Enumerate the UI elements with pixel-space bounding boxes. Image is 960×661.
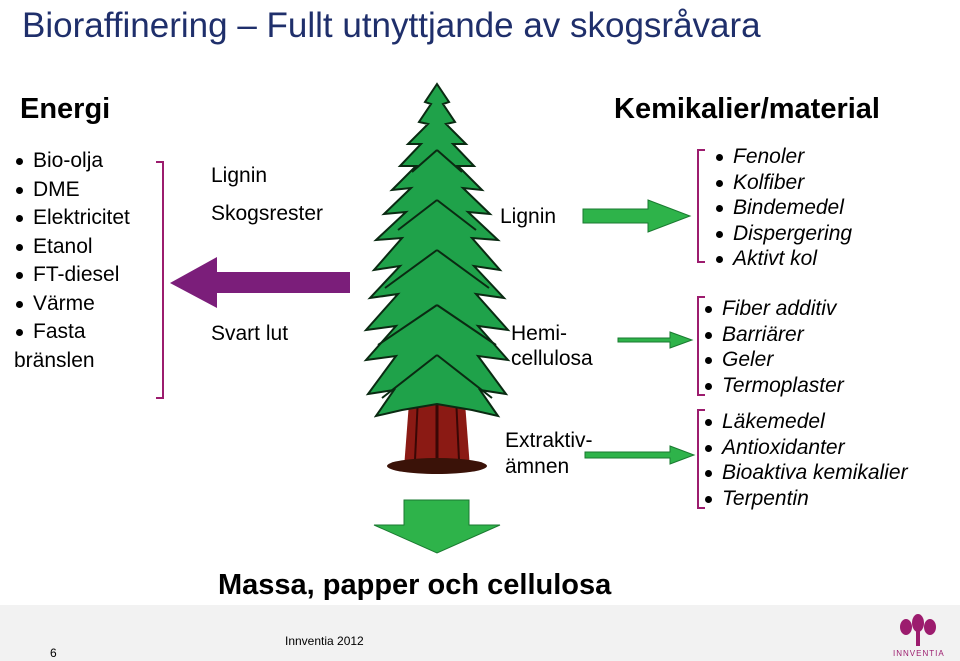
chem-bracket-1 [697,149,705,263]
list-item: Terpentin [705,486,908,512]
logo-petal [912,614,924,632]
list-item: FT-diesel [16,261,130,290]
chemicals-heading: Kemikalier/material [614,93,880,125]
bullet-icon [16,158,23,165]
energy-heading: Energi [20,93,111,125]
list-item: Bioaktiva kemikalier [705,460,908,486]
arrow-right-icon [617,331,694,349]
list-item: Barriärer [705,322,844,348]
list-item: Värme [16,290,130,319]
bullet-icon [705,470,712,477]
bottom-label: Massa, papper och cellulosa [218,569,612,601]
bullet-icon [716,205,723,212]
bullet-icon [16,272,23,279]
bullet-icon [705,306,712,313]
list-item: Geler [705,347,844,373]
bullet-icon [705,357,712,364]
list-item: Antioxidanter [705,435,908,461]
label-skogsrester: Skogsrester [211,202,324,225]
list-item: Termoplaster [705,373,844,399]
arrow-right-icon [584,445,696,465]
list-item: Fiber additiv [705,296,844,322]
bullet-icon [705,419,712,426]
branch-line [397,199,477,231]
logo-petal [924,619,936,635]
chem-list-3: Läkemedel Antioxidanter Bioaktiva kemika… [705,409,908,512]
arrow-left-icon [170,257,350,308]
arrow-right-icon [582,199,692,233]
bullet-icon [705,495,712,503]
list-item: Bio-olja [16,147,130,176]
page-title: Bioraffinering – Fullt utnyttjande av sk… [22,6,761,45]
label-hemi-1: Hemi- [511,322,567,345]
list-item: Fenoler [716,144,852,170]
list-item: Fasta [16,318,130,347]
bullet-icon [705,331,712,339]
branch-line [377,304,497,346]
list-item-continuation: bränslen [14,348,95,372]
bullet-icon [16,215,23,222]
bullet-icon [716,154,723,161]
bullet-icon [16,329,23,336]
innventia-logo-icon [900,614,936,646]
energy-list: Bio-olja DME Elektricitet Etanol FT-dies… [14,147,130,375]
logo-petal [900,619,912,635]
arrow-down-icon [373,499,501,554]
label-lignin-left: Lignin [211,164,268,187]
label-lignin-tree: Lignin [500,205,557,228]
label-hemi-2: cellulosa [511,347,593,370]
list-item: Dispergering [716,221,852,247]
bullet-icon [705,444,712,452]
tree-base [387,458,487,474]
label-svart-lut: Svart lut [211,322,289,345]
list-item: DME [16,176,130,205]
logo-text: INNVENTIA [893,649,945,658]
bullet-icon [16,243,23,251]
branch-line [384,249,490,289]
branch-lines [377,149,497,399]
chem-bracket-3 [697,409,705,509]
chem-list-1: Fenoler Kolfiber Bindemedel Dispergering… [716,144,852,272]
bullet-icon [16,186,23,194]
list-item: Läkemedel [705,409,908,435]
bullet-icon [716,179,723,187]
list-item: Etanol [16,233,130,262]
energy-bracket [156,161,164,399]
bullet-icon [16,300,23,308]
label-extr-2: ämnen [505,455,570,478]
footer-bar [0,605,960,661]
bullet-icon [716,256,723,263]
label-extr-1: Extraktiv- [505,429,593,452]
branch-line [381,354,493,399]
list-item: Elektricitet [16,204,130,233]
page-number: 6 [50,646,57,660]
bullet-icon [705,382,712,390]
list-item: Bindemedel [716,195,852,221]
footer-copyright: Innventia 2012 [285,634,364,648]
branch-line [411,149,463,173]
bullet-icon [716,230,723,238]
list-item: Aktivt kol [716,246,852,272]
list-item: Kolfiber [716,170,852,196]
chem-bracket-2 [697,296,705,396]
chem-list-2: Fiber additiv Barriärer Geler Termoplast… [705,296,844,399]
logo-stem [916,630,920,646]
